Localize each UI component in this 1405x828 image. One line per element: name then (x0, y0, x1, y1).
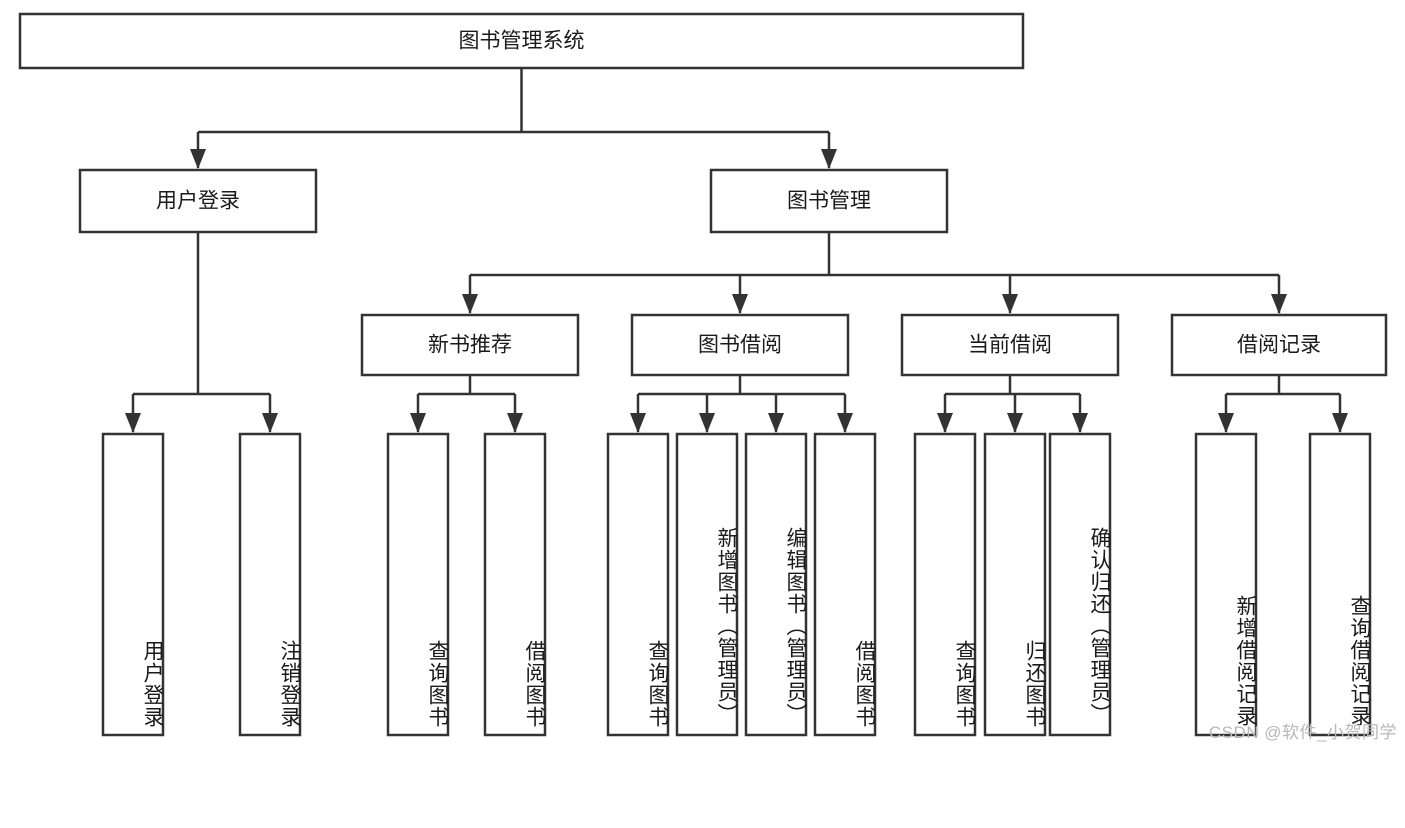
node-leaf-确认归还管理员[interactable] (1048, 432, 1112, 737)
arrow-icon-借阅记录-to-查询借阅记录 (1332, 413, 1348, 433)
arrow-icon-图书借阅-to-借阅图书 (837, 413, 853, 433)
arrow-icon-新书推荐-to-借阅图书 (507, 413, 523, 433)
arrow-icon-当前借阅-to-查询图书 (937, 413, 953, 433)
node-leaf-查询图书[interactable] (606, 432, 670, 737)
arrow-icon-用户登录-to-用户登录 (125, 413, 141, 433)
node-level2-图书管理[interactable] (709, 168, 949, 234)
arrow-icon-当前借阅-to-确认归还管理员 (1072, 413, 1088, 433)
arrow-icon-新书推荐-to-查询图书 (410, 413, 426, 433)
arrow-icon-mgmt-to-当前借阅 (1002, 294, 1018, 314)
arrow-icon-当前借阅-to-归还图书 (1007, 413, 1023, 433)
arrow-icon-用户登录-to-注销登录 (262, 413, 278, 433)
node-leaf-新增借阅记录[interactable] (1194, 432, 1258, 737)
node-label-图书管理: 图书管理 (787, 190, 871, 213)
arrow-icon-root-to-图书管理 (821, 149, 837, 169)
node-level2-用户登录[interactable] (78, 168, 318, 234)
node-leaf-查询图书[interactable] (386, 432, 450, 737)
arrow-icon-图书借阅-to-新增图书管理员 (699, 413, 715, 433)
node-leaf-借阅图书[interactable] (483, 432, 547, 737)
node-level3-图书借阅[interactable] (630, 313, 850, 377)
node-label-当前借阅: 当前借阅 (968, 334, 1052, 357)
node-label-图书借阅: 图书借阅 (698, 334, 782, 357)
node-leaf-借阅图书[interactable] (813, 432, 877, 737)
system-function-tree-diagram: 图书管理系统用户登录图书管理新书推荐图书借阅当前借阅借阅记录 用户登录注销登录查… (18, 12, 1397, 742)
node-leaf-用户登录[interactable] (101, 432, 165, 737)
csdn-watermark: CSDN @软件_小贺同学 (1208, 723, 1397, 742)
node-level3-当前借阅[interactable] (900, 313, 1120, 377)
node-leaf-归还图书[interactable] (983, 432, 1047, 737)
arrow-icon-图书借阅-to-查询图书 (630, 413, 646, 433)
arrow-icon-图书借阅-to-编辑图书管理员 (768, 413, 784, 433)
node-level3-借阅记录[interactable] (1170, 313, 1388, 377)
node-leaf-新增图书管理员[interactable] (675, 432, 739, 737)
node-box-layer (18, 12, 1388, 737)
arrow-icon-mgmt-to-图书借阅 (732, 294, 748, 314)
node-label-图书管理系统: 图书管理系统 (459, 30, 585, 53)
arrow-icon-mgmt-to-新书推荐 (462, 294, 478, 314)
arrow-icon-借阅记录-to-新增借阅记录 (1218, 413, 1234, 433)
arrow-icon-mgmt-to-借阅记录 (1271, 294, 1287, 314)
node-level3-新书推荐[interactable] (360, 313, 580, 377)
connector-layer (125, 68, 1348, 433)
node-leaf-查询借阅记录[interactable] (1308, 432, 1372, 737)
node-label-新书推荐: 新书推荐 (428, 334, 512, 357)
arrow-icon-root-to-用户登录 (190, 149, 206, 169)
node-root-图书管理系统[interactable] (18, 12, 1025, 70)
node-leaf-编辑图书管理员[interactable] (744, 432, 808, 737)
node-label-用户登录: 用户登录 (156, 190, 240, 213)
node-label-借阅记录: 借阅记录 (1237, 334, 1321, 357)
node-leaf-查询图书[interactable] (913, 432, 977, 737)
node-leaf-注销登录[interactable] (238, 432, 302, 737)
